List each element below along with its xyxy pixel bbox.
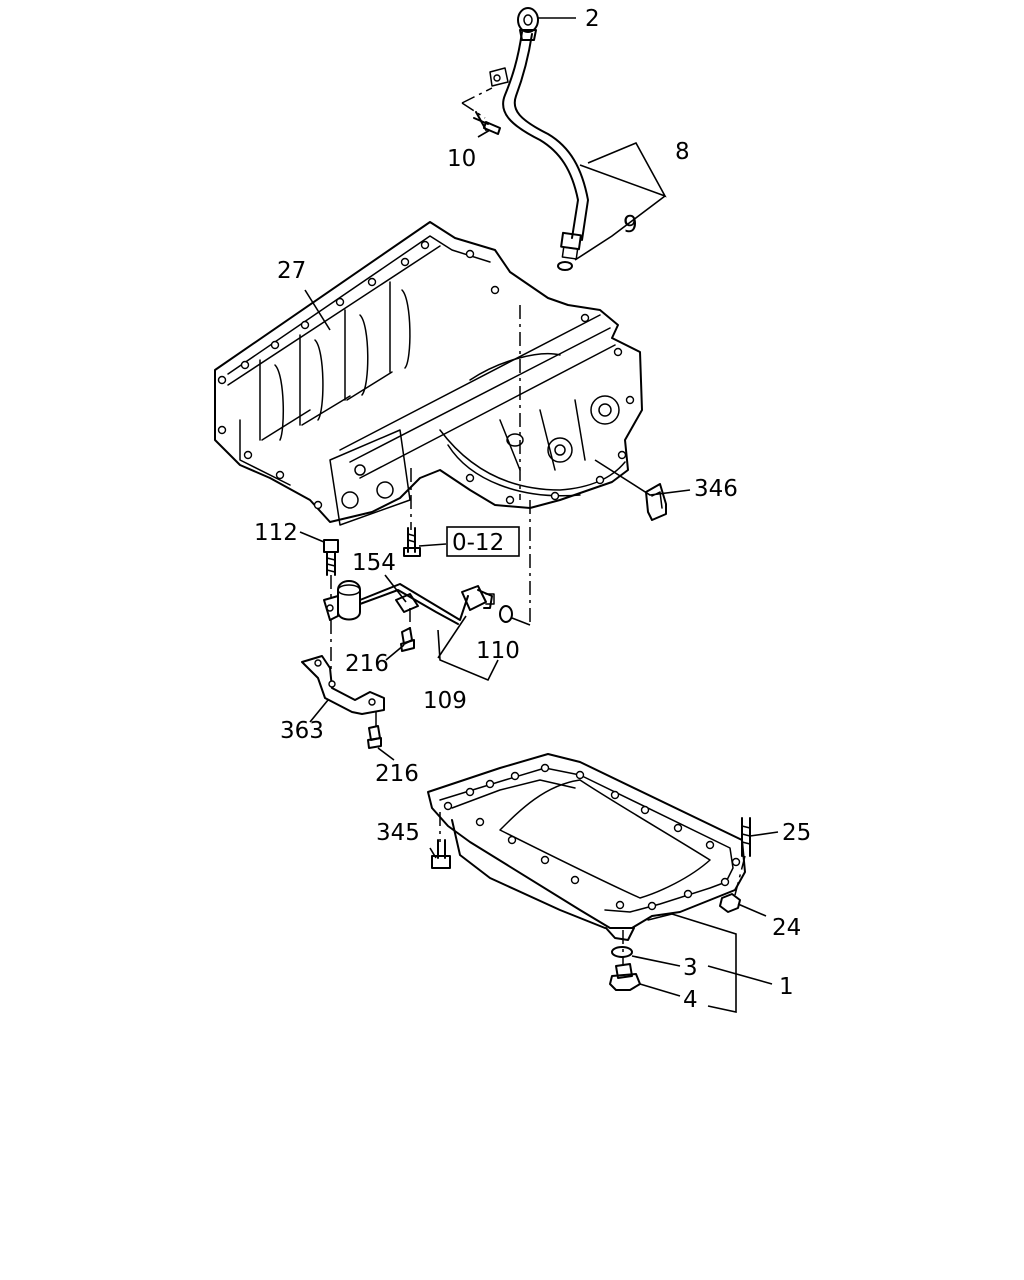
callout-25: 25 — [782, 820, 811, 846]
bracket-363-part[interactable] — [301, 655, 385, 715]
callout-10: 10 — [447, 146, 476, 172]
callout-24: 24 — [772, 915, 801, 941]
callout-4: 4 — [683, 987, 698, 1013]
dipstick-tube-part[interactable] — [489, 31, 589, 260]
bolt-345-part[interactable] — [431, 839, 451, 869]
o-ring-110-part[interactable] — [499, 605, 513, 623]
oil-level-sensor-part[interactable] — [323, 580, 495, 625]
leader-lines — [299, 17, 779, 1013]
bolt-10-part[interactable] — [473, 111, 501, 135]
nut-24-part[interactable] — [719, 893, 741, 913]
washer-3-part[interactable] — [611, 946, 633, 958]
stud-0-12-part[interactable] — [403, 527, 421, 557]
callout-8: 8 — [675, 139, 690, 165]
callout-1: 1 — [779, 974, 794, 1000]
callout-216-lower: 216 — [375, 761, 419, 787]
callout-109: 109 — [423, 688, 467, 714]
callout-0-12: 0-12 — [452, 530, 504, 556]
callout-labels: 2 8 9 10 27 346 112 0-12 154 216 110 109… — [254, 6, 811, 1013]
callout-154: 154 — [352, 550, 396, 576]
bolt-10-alignment — [461, 87, 493, 119]
callout-3: 3 — [683, 955, 698, 981]
callout-216-upper: 216 — [345, 651, 389, 677]
bolt-216-upper-part[interactable] — [400, 627, 415, 652]
callout-345: 345 — [376, 820, 420, 846]
alignment-lines — [330, 305, 746, 966]
bolt-216-lower-part[interactable] — [367, 725, 382, 749]
o-ring-9-part[interactable] — [557, 261, 573, 271]
callout-346: 346 — [694, 476, 738, 502]
clip-346-part[interactable] — [645, 483, 667, 521]
bracket-154-part[interactable] — [395, 593, 419, 613]
upper-oil-pan-part[interactable] — [214, 221, 643, 526]
callout-0-12-box — [446, 526, 520, 557]
callout-110: 110 — [476, 638, 520, 664]
drain-plug-4-part[interactable] — [609, 963, 641, 991]
lower-oil-pan-part[interactable] — [427, 753, 746, 941]
dipstick-cap-part[interactable] — [517, 7, 539, 41]
callout-9: 9 — [623, 212, 638, 238]
bolt-112-part[interactable] — [323, 539, 339, 576]
callout-363: 363 — [280, 718, 324, 744]
callout-27: 27 — [277, 258, 306, 284]
stud-25-part[interactable] — [741, 817, 751, 857]
callout-2: 2 — [585, 6, 600, 32]
callout-112: 112 — [254, 520, 298, 546]
